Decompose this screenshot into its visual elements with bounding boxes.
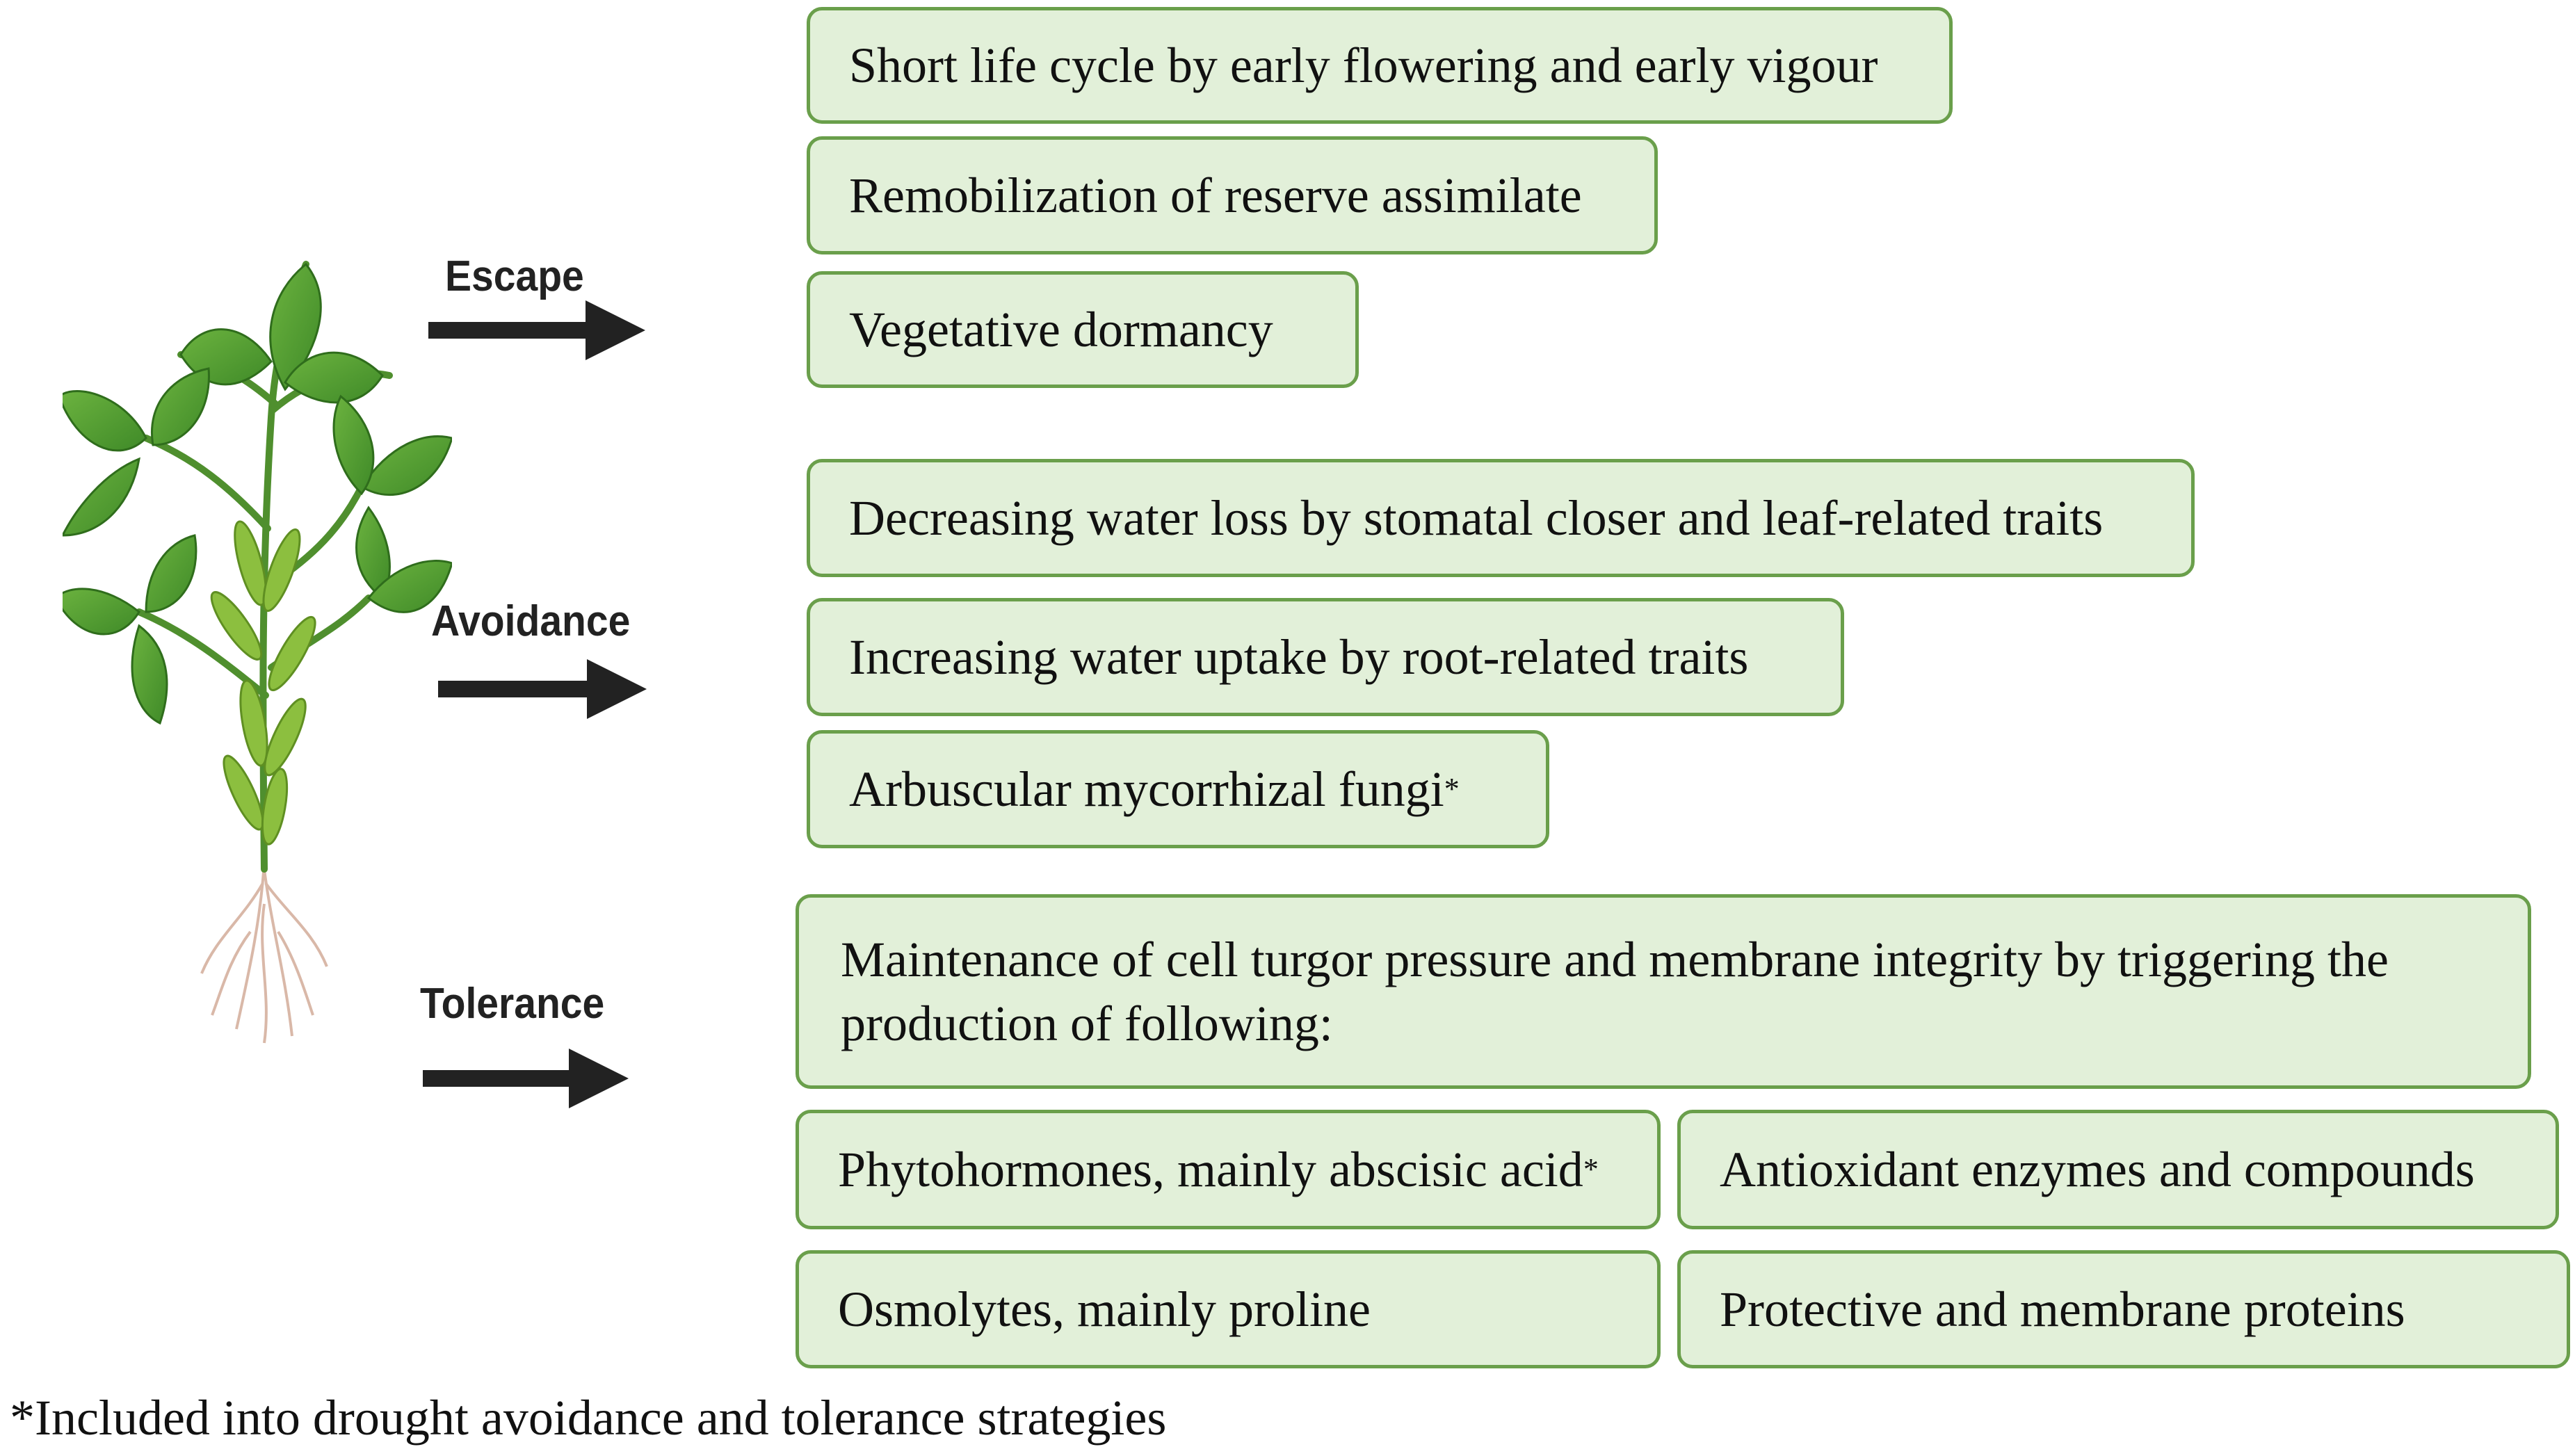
avoidance-item-1-text: Decreasing water loss by stomatal closer… bbox=[849, 490, 2104, 546]
avoidance-item-3-text: Arbuscular mycorrhizal fungi bbox=[849, 761, 1444, 817]
osmolytes-text: Osmolytes, mainly proline bbox=[838, 1281, 1371, 1337]
escape-box-short-life-cycle: Short life cycle by early flowering and … bbox=[807, 7, 1953, 124]
avoidance-arrow-icon bbox=[438, 659, 647, 719]
tolerance-box-antioxidant: Antioxidant enzymes and compounds bbox=[1677, 1110, 2559, 1229]
soybean-plant-icon bbox=[63, 261, 452, 1044]
footnote: *Included into drought avoidance and tol… bbox=[10, 1390, 1167, 1446]
tolerance-box-main: Maintenance of cell turgor pressure and … bbox=[796, 894, 2531, 1089]
escape-box-remobilization: Remobilization of reserve assimilate bbox=[807, 136, 1658, 254]
escape-arrow-icon bbox=[428, 300, 645, 360]
avoidance-box-amf: Arbuscular mycorrhizal fungi* bbox=[807, 730, 1549, 848]
proteins-text: Protective and membrane proteins bbox=[1720, 1281, 2405, 1337]
escape-item-3-text: Vegetative dormancy bbox=[849, 301, 1273, 357]
escape-box-dormancy: Vegetative dormancy bbox=[807, 271, 1359, 388]
phytohormones-text: Phytohormones, mainly abscisic acid bbox=[838, 1141, 1583, 1197]
avoidance-box-water-loss: Decreasing water loss by stomatal closer… bbox=[807, 459, 2195, 577]
avoidance-label: Avoidance bbox=[431, 597, 631, 645]
antioxidant-text: Antioxidant enzymes and compounds bbox=[1720, 1141, 2475, 1197]
tolerance-box-proteins: Protective and membrane proteins bbox=[1677, 1250, 2570, 1368]
tolerance-box-osmolytes: Osmolytes, mainly proline bbox=[796, 1250, 1661, 1368]
tolerance-label: Tolerance bbox=[420, 980, 605, 1028]
tolerance-main-text: Maintenance of cell turgor pressure and … bbox=[841, 931, 2389, 1051]
avoidance-item-2-text: Increasing water uptake by root-related … bbox=[849, 629, 1749, 685]
tolerance-arrow-icon bbox=[423, 1049, 629, 1108]
escape-item-2-text: Remobilization of reserve assimilate bbox=[849, 167, 1582, 223]
avoidance-box-water-uptake: Increasing water uptake by root-related … bbox=[807, 598, 1844, 716]
tolerance-box-phytohormones: Phytohormones, mainly abscisic acid* bbox=[796, 1110, 1661, 1229]
escape-label: Escape bbox=[445, 252, 584, 300]
escape-item-1-text: Short life cycle by early flowering and … bbox=[849, 37, 1878, 93]
